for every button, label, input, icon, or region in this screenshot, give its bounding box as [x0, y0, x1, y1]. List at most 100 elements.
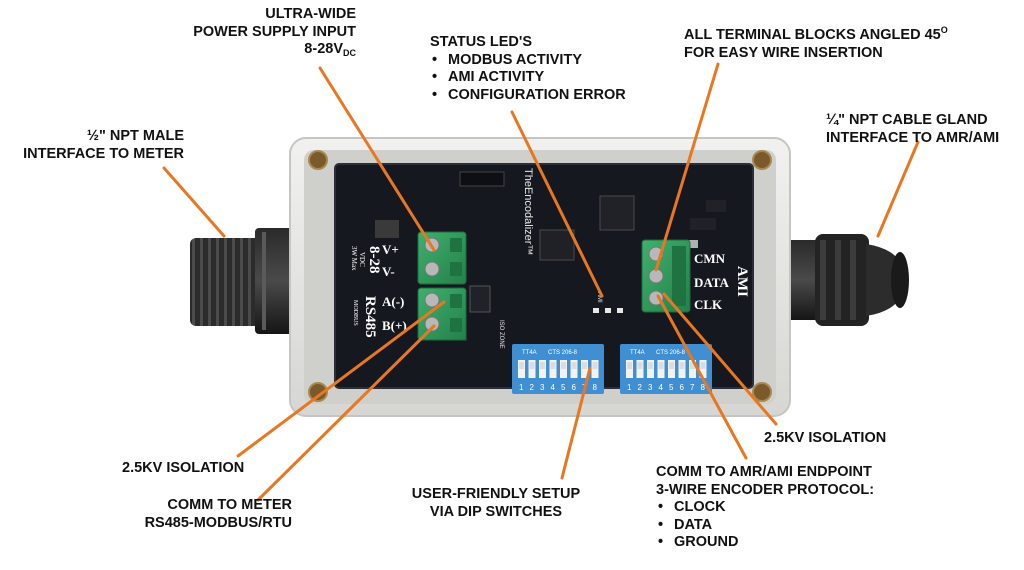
leader-comm-meter: [256, 324, 436, 502]
dip-right-knob-5: [669, 362, 674, 369]
dip-left-code2: TT4A: [522, 350, 537, 356]
dip-left-number-3: 3: [540, 383, 545, 392]
callout-status-leds: STATUS LED'S MODBUS ACTIVITY AMI ACTIVIT…: [430, 34, 626, 104]
terminals-line-1: ALL TERMINAL BLOCKS ANGLED 45O: [684, 25, 948, 43]
terminal-block-power: [417, 231, 467, 285]
status-title: STATUS LED'S: [430, 34, 532, 50]
dip-left-number-1: 1: [519, 383, 524, 392]
dip-right-number-3: 3: [648, 383, 653, 392]
dip-left-knob-4: [550, 362, 556, 369]
label-vdc: VDC: [358, 252, 366, 267]
terminal-block-ami: [641, 239, 691, 313]
dip-right-number-8: 8: [701, 383, 706, 392]
comm-meter-line-1: COMM TO METER: [167, 497, 292, 513]
comm-ami-item-data: DATA: [656, 517, 874, 535]
label-bplus: B(+): [382, 318, 407, 333]
terminals-line-2: FOR EASY WIRE INSERTION: [684, 44, 883, 61]
leader-iso-left: [236, 300, 446, 458]
comm-ami-line-1: COMM TO AMR/AMI ENDPOINT: [656, 464, 872, 480]
iso-right-text: 2.5KV ISOLATION: [764, 430, 887, 446]
leader-status: [510, 110, 604, 298]
dip-left-number-6: 6: [572, 383, 577, 392]
dip-left-knob-2: [529, 362, 535, 369]
dip-right-number-2: 2: [638, 383, 643, 392]
callout-isolation-left: 2.5KV ISOLATION: [122, 460, 244, 478]
npt-male-fitting: [190, 228, 295, 334]
dip-right-knob-4: [658, 362, 664, 369]
dip-left-number-5: 5: [561, 383, 566, 392]
leader-cable-gland: [876, 140, 920, 238]
pcb-left-labels: V+ V- 8-28 VDC 3W Max RS485 MODBUS A(-) …: [350, 242, 407, 338]
callout-terminal-blocks: ALL TERMINAL BLOCKS ANGLED 45O FOR EASY …: [684, 22, 948, 62]
comm-ami-item-clock: CLOCK: [656, 499, 874, 517]
dip-right-knob-8: [700, 362, 706, 369]
power-line-1: ULTRA-WIDE: [265, 6, 356, 22]
label-range: 8-28: [366, 246, 382, 274]
brand-name: TheEncodalizer™: [522, 168, 534, 255]
terminal-block-rs485: [417, 287, 467, 341]
label-cmn: CMN: [694, 251, 726, 266]
npt-line-1: ½" NPT MALE: [86, 128, 184, 144]
dip-left-number-2: 2: [530, 383, 535, 392]
label-aminus: A(-): [382, 294, 404, 309]
dip-right-code2: TT4A: [630, 350, 645, 356]
label-watt: 3W Max: [350, 246, 358, 271]
label-clk: CLK: [694, 297, 723, 312]
dip-right-knob-1: [627, 362, 632, 369]
dip-left-knob-5: [561, 362, 566, 369]
led-ami-label: AMI: [596, 292, 602, 303]
dip-right-knob-2: [637, 362, 643, 369]
dip-line-2: VIA DIP SWITCHES: [429, 503, 563, 520]
comm-ami-list: CLOCK DATA GROUND: [656, 499, 874, 552]
comm-ami-item-ground: GROUND: [656, 534, 874, 552]
dip-left-knob-8: [592, 362, 598, 369]
dip-right-knob-7: [690, 362, 695, 369]
status-item-config: CONFIGURATION ERROR: [430, 87, 626, 105]
power-line-2: POWER SUPPLY INPUT: [193, 23, 356, 40]
label-vplus: V+: [382, 242, 399, 257]
dip-right-number-7: 7: [690, 383, 695, 392]
callout-cable-gland: ¼" NPT CABLE GLAND INTERFACE TO AMR/AMI: [826, 112, 999, 147]
callout-comm-ami: COMM TO AMR/AMI ENDPOINT 3-WIRE ENCODER …: [656, 464, 874, 552]
comm-ami-line-2: 3-WIRE ENCODER PROTOCOL:: [656, 481, 875, 498]
npt-line-2: INTERFACE TO METER: [23, 145, 184, 162]
dip-left-number-4: 4: [551, 383, 556, 392]
iso-left-text: 2.5KV ISOLATION: [122, 460, 245, 476]
dip-right-number-4: 4: [659, 383, 664, 392]
gland-line-2: INTERFACE TO AMR/AMI: [826, 129, 1000, 146]
status-list: MODBUS ACTIVITY AMI ACTIVITY CONFIGURATI…: [430, 52, 626, 105]
comm-meter-line-2: RS485-MODBUS/RTU: [144, 514, 292, 531]
leader-npt-male: [162, 166, 226, 238]
dip-left-knob-1: [519, 362, 524, 369]
dip-left-code: CTS 206-8: [548, 350, 578, 356]
leader-lines: [162, 62, 920, 502]
power-voltage: 8-28VDC: [304, 41, 356, 58]
leader-iso-right: [662, 292, 778, 426]
label-modbus: MODBUS: [352, 300, 358, 326]
callout-power-supply: ULTRA-WIDE POWER SUPPLY INPUT 8-28VDC: [170, 6, 356, 63]
dip-right-number-1: 1: [627, 383, 632, 392]
leader-dip: [560, 366, 592, 480]
status-item-modbus: MODBUS ACTIVITY: [430, 52, 626, 70]
callout-npt-male: ½" NPT MALE INTERFACE TO METER: [6, 128, 184, 163]
dip-left-knob-6: [571, 362, 577, 369]
gland-line-1: ¼" NPT CABLE GLAND: [826, 112, 988, 128]
pcb-right-labels: CMN DATA CLK AMI: [694, 251, 750, 312]
cable-gland: [786, 234, 909, 326]
iso-zone-label: ISO ZONE: [498, 320, 504, 349]
dip-left-number-8: 8: [593, 383, 598, 392]
dip-line-1: USER-FRIENDLY SETUP: [411, 486, 581, 502]
leader-comm-ami: [656, 294, 748, 460]
dip-left-knob-3: [540, 362, 545, 369]
dip-right-number-6: 6: [680, 383, 685, 392]
dip-left-knob-7: [582, 362, 587, 369]
dip-right-code: CTS 206-8: [656, 350, 686, 356]
dip-right-knob-6: [679, 362, 685, 369]
leader-terminals: [654, 62, 720, 272]
dip-right-knob-3: [648, 362, 653, 369]
label-vminus: V-: [382, 264, 395, 279]
label-ami: AMI: [734, 266, 750, 297]
